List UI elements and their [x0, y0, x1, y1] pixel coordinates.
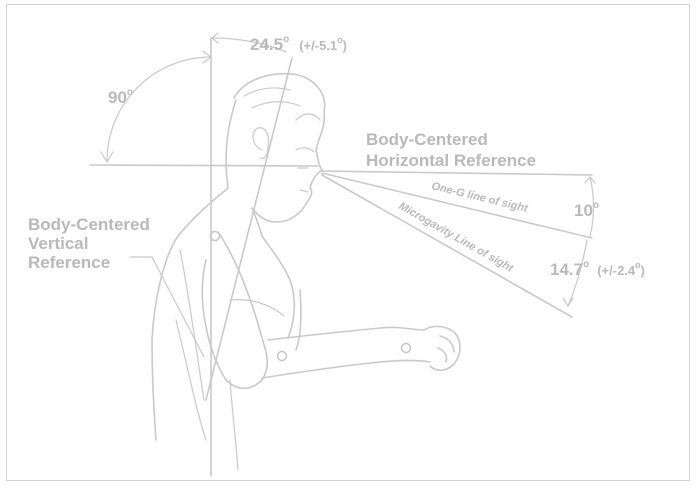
- vertical-reference-label-line3: Reference: [28, 253, 110, 272]
- face-details: [295, 147, 315, 193]
- shoulder-joint-marker: [209, 230, 221, 242]
- shirt-folds: [175, 249, 285, 471]
- microgravity-angle-arc: [567, 239, 588, 307]
- vertical-reference-leader: [129, 256, 205, 358]
- vertical-reference-label-line2: Vertical: [28, 234, 89, 253]
- one-g-line-of-sight: [321, 172, 593, 239]
- elbow-joint-marker: [276, 350, 288, 362]
- figure-border: [6, 4, 690, 481]
- microgravity-line-label: Microgavity Line of sight: [397, 200, 517, 275]
- one-g-angle-label: 10o: [574, 200, 599, 220]
- ear-outline: [252, 127, 270, 160]
- hair-strokes: [243, 87, 321, 121]
- ninety-arc-arrowhead-left: [100, 151, 114, 163]
- wrist-joint-marker: [400, 342, 412, 354]
- body-horizontal-reference-line: [89, 164, 319, 167]
- one-g-angle-arrowhead: [584, 176, 596, 184]
- torso-front: [295, 289, 302, 351]
- horizontal-reference-label-line2: Horizontal Reference: [366, 151, 536, 170]
- microgravity-angle-label: 14.7o(+/-2.4o): [550, 259, 645, 279]
- vertical-offset-arrowhead: [211, 32, 219, 44]
- eye-horizontal-line: [321, 170, 593, 176]
- microgravity-line-of-sight: [321, 174, 573, 318]
- ninety-degree-arc: [106, 56, 212, 162]
- tilted-neutral-axis-line: [205, 57, 293, 401]
- horizontal-reference-label-line1: Body-Centered: [366, 130, 488, 149]
- microgravity-angle-arrowhead: [562, 297, 574, 307]
- human-figure: [151, 72, 461, 471]
- one-g-angle-arc: [589, 176, 595, 238]
- ninety-arc-arrowhead-top: [202, 50, 212, 64]
- neck-front: [251, 207, 296, 339]
- right-angle-label: 90o: [108, 87, 133, 107]
- back-outline: [151, 99, 237, 441]
- head-outline: [233, 72, 326, 223]
- hand-outline: [423, 325, 461, 372]
- vertical-reference-label-line1: Body-Centered: [28, 215, 150, 234]
- upper-arm-outline: [201, 231, 269, 390]
- forearm-outline: [261, 326, 431, 379]
- vertical-offset-arc: [211, 37, 287, 53]
- one-g-line-label: One-G line of sight: [430, 180, 530, 215]
- vertical-offset-angle-label: 24.5o(+/-5.1o): [250, 34, 347, 54]
